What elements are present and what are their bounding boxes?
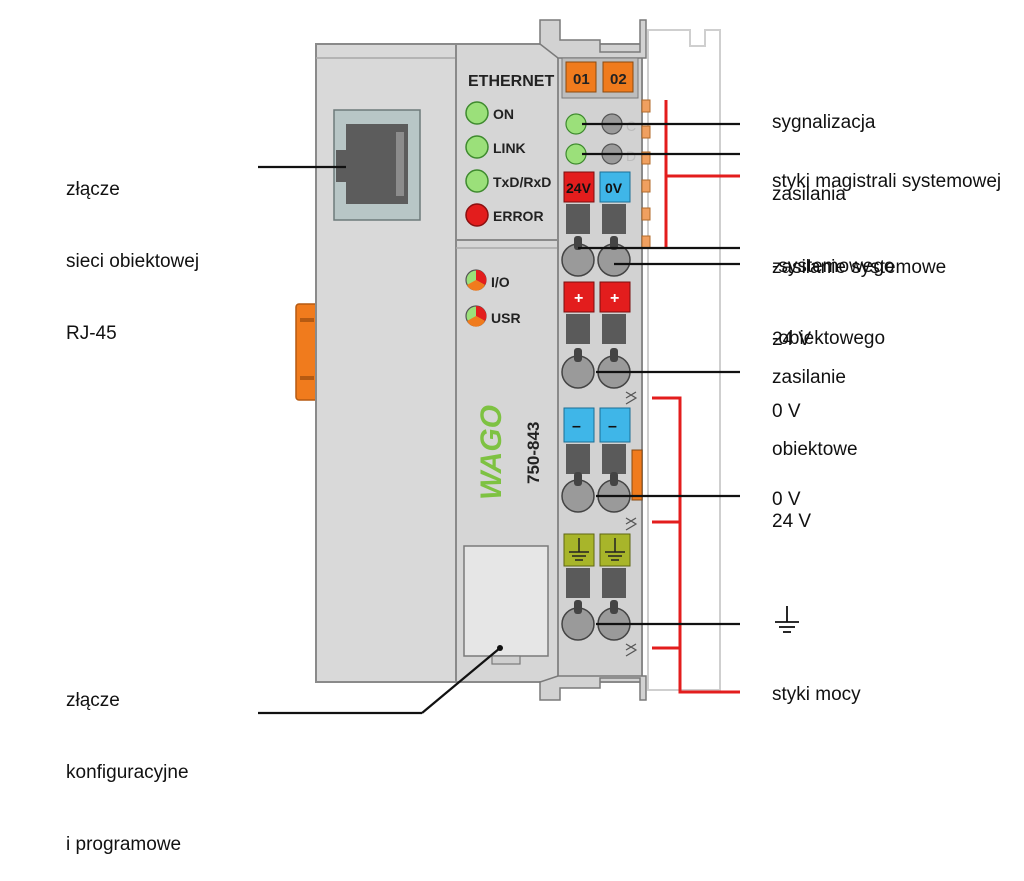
- signal-label-line4: -obiektowego: [772, 328, 886, 349]
- rj45-label: złącze sieci obiektowej RJ-45: [66, 130, 199, 370]
- top-clip: [539, 19, 647, 59]
- power-contact-marks: [625, 391, 638, 657]
- rj45-label-line3: RJ-45: [66, 323, 117, 344]
- config-label-line3: i programowe: [66, 834, 182, 855]
- marker-0v-label: 0V: [605, 180, 623, 196]
- led-on: [465, 101, 489, 125]
- led-02: [602, 61, 634, 93]
- rj45-label-line1: złącze: [66, 179, 120, 200]
- field-supply-label: zasilanie obiektowe 24 V: [772, 318, 858, 558]
- model-number: 750-843: [524, 422, 543, 484]
- rj45-socket: [333, 109, 421, 221]
- field-supply-label-line1: zasilanie: [772, 367, 846, 388]
- minus-label-2: –: [608, 418, 617, 435]
- field-supply-label-line2: obiektowe: [772, 439, 858, 460]
- marker-earth-2: [599, 533, 631, 567]
- letter-c: C: [626, 118, 636, 134]
- config-port: [463, 545, 549, 665]
- led-error: [465, 203, 489, 227]
- signal-label-line1: sygnalizacja: [772, 112, 876, 133]
- minus-label-1: –: [572, 418, 581, 435]
- terminal-set-3: [561, 444, 631, 513]
- led-02-label: 02: [610, 71, 627, 88]
- led-link: [465, 135, 489, 159]
- plus-label-1: +: [574, 290, 583, 307]
- led-usr: [465, 305, 487, 327]
- device-diagram: ETHERNET ON LINK TxD/RxD ERROR I/O USR W…: [258, 19, 799, 715]
- rj45-label-line2: sieci obiektowej: [66, 251, 200, 272]
- bottom-clip: [539, 675, 647, 701]
- leader-lines: [258, 122, 740, 715]
- led-label-on: ON: [493, 106, 514, 122]
- zero-v-label: 0 V: [772, 489, 801, 510]
- system-supply-label: zasilanie systemowe 24 V 0 V: [772, 208, 946, 448]
- terminal-set-2: [561, 314, 631, 389]
- bus-contacts: [641, 99, 651, 249]
- led-01: [565, 61, 597, 93]
- marker-minus-1: [563, 407, 595, 443]
- marker-24v-label: 24V: [566, 180, 592, 196]
- field-supply-label-line3: 24 V: [772, 511, 812, 532]
- system-supply-label-line1: zasilanie systemowe: [772, 257, 947, 278]
- signal-label: sygnalizacja zasilania -systemowego -obi…: [772, 63, 895, 375]
- power-contacts-bracket: [652, 396, 740, 694]
- marker-plus-2: [599, 281, 631, 313]
- marker-24v: [563, 171, 595, 203]
- bus-contacts-bracket: [664, 100, 740, 248]
- letter-d: D: [626, 148, 636, 164]
- marker-earth-1: [563, 533, 595, 567]
- led-label-usr: USR: [491, 310, 521, 326]
- power-contacts-label: styki mocy: [772, 684, 861, 705]
- system-supply-label-line2: 24 V: [772, 329, 812, 350]
- signal-label-line2: zasilania: [772, 184, 846, 205]
- side-tab: [631, 449, 643, 501]
- system-supply-label-line3: 0 V: [772, 401, 801, 422]
- led-label-error: ERROR: [493, 208, 544, 224]
- din-rail-outline: [647, 29, 721, 691]
- led-io: [465, 269, 487, 291]
- config-label-line1: złącze: [66, 690, 120, 711]
- earth-symbol: [775, 606, 799, 633]
- marker-0v: [599, 171, 631, 203]
- terminal-set-1: [561, 204, 631, 277]
- signal-label-line3: -systemowego: [772, 256, 895, 277]
- led-01-label: 01: [573, 71, 590, 88]
- wago-logo: WAGO: [475, 405, 508, 500]
- marker-minus-2: [599, 407, 631, 443]
- led-label-txdrxd: TxD/RxD: [493, 174, 551, 190]
- marker-plus-1: [563, 281, 595, 313]
- plus-label-2: +: [610, 290, 619, 307]
- led-txdrxd: [465, 169, 489, 193]
- led-label-io: I/O: [491, 274, 510, 290]
- bus-contacts-label: styki magistrali systemowej: [772, 171, 1002, 192]
- led-label-link: LINK: [493, 140, 526, 156]
- ethernet-header: ETHERNET: [468, 73, 554, 90]
- config-label: złącze konfiguracyjne i programowe: [66, 641, 189, 881]
- config-label-line2: konfiguracyjne: [66, 762, 189, 783]
